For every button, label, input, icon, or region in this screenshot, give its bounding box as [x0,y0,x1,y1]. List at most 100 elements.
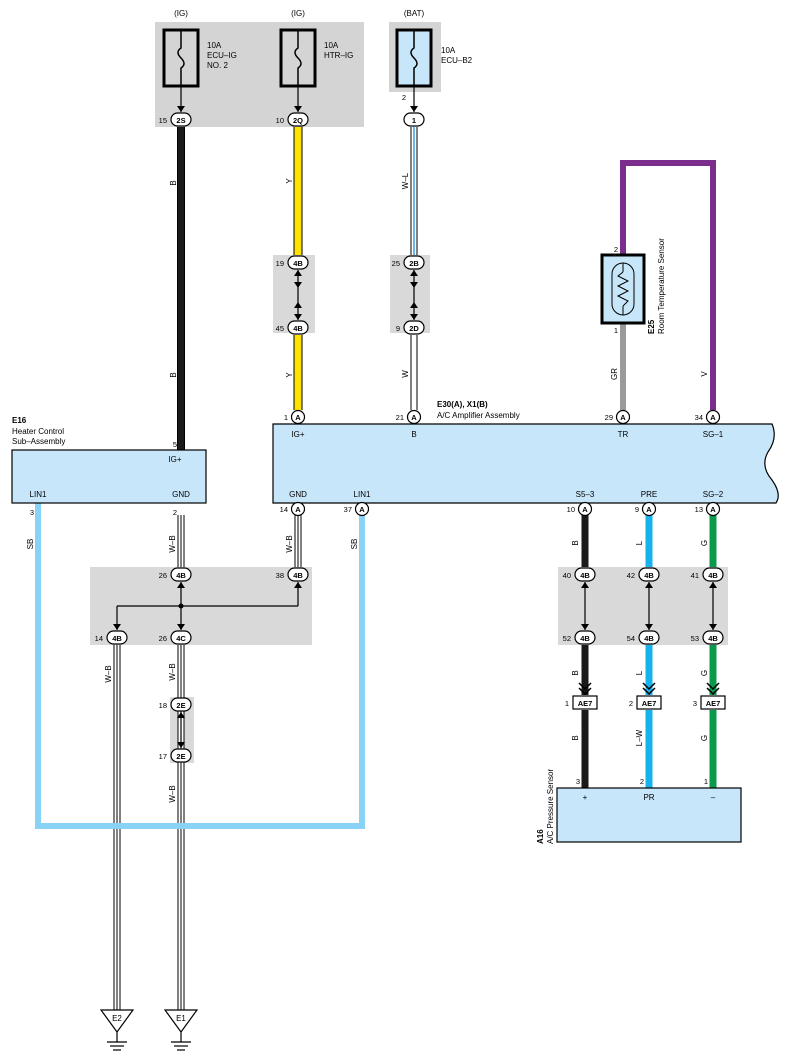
fuse1-name1: ECU–IG [207,51,237,60]
conn-4b-g: 4B [644,571,654,580]
wire-label-g-2: G [700,670,709,676]
component-a16 [556,787,742,843]
fuse1-name2: NO. 2 [207,61,228,70]
e30-igplus: IG+ [291,430,304,439]
e16-name1: Heater Control [12,427,64,436]
pin-1-igplus: 1 [284,413,288,422]
pin-29: 29 [605,413,613,422]
wire-v-sg1 [620,160,716,410]
ae7-chevrons [578,682,720,696]
pin-1-e25: 1 [614,326,618,335]
pin-54: 54 [627,634,635,643]
a16-minus: – [711,793,716,802]
fuse1-source: (IG) [174,9,188,18]
pin-19: 19 [276,259,284,268]
wire-label-l-1: L [635,540,644,545]
pin-52: 52 [563,634,571,643]
e30-gnd: GND [289,490,307,499]
pin-25: 25 [392,259,400,268]
pin-ae7-1: 1 [565,699,569,708]
e30-b: B [411,430,416,439]
conn-2d: 2D [409,324,419,333]
fuse-htr-ig-icon [279,28,317,88]
conn-a-s53: A [582,505,588,514]
fuse2-pin: 10 [276,116,284,125]
conn-a-b: A [411,413,417,422]
conn-2e-b: 2E [176,752,185,761]
fuse3-source: (BAT) [404,9,425,18]
e30-pre: PRE [641,490,657,499]
pin-42: 42 [627,571,635,580]
conn-ae7-3: AE7 [706,699,721,708]
wire-label-lw: L–W [635,729,644,746]
conn-4b-a: 4B [293,259,303,268]
e30-sg2: SG–2 [703,490,724,499]
pin-13: 13 [695,505,703,514]
pin-21: 21 [396,413,404,422]
conn-a-igplus: A [295,413,301,422]
wire-label-y-1: Y [285,178,294,184]
a16-name: A/C Pressure Sensor [546,769,555,844]
e25-id: E25 [647,319,656,334]
pin-26-a: 26 [159,571,167,580]
ground-e2-label: E2 [112,1014,122,1023]
conn-a-gnd: A [295,505,301,514]
conn-2b: 2B [409,259,419,268]
wire-label-b-3: B [571,540,580,545]
conn-2e-a: 2E [176,701,185,710]
wire-label-b-1: B [169,180,178,185]
ground-e2-icon [99,1009,135,1051]
pin-26-b: 26 [159,634,167,643]
fuse-ecu-b2-icon [395,28,433,88]
pin-18: 18 [159,701,167,710]
wire-label-v: V [700,371,709,377]
pin-14-a: 14 [95,634,103,643]
a16-id: A16 [536,829,545,844]
wire-label-sb-2: SB [350,539,359,550]
fuse-ecu-ig-no2-icon [162,28,200,88]
conn-ae7-1: AE7 [578,699,593,708]
pin-10-s53: 10 [567,505,575,514]
pin-53: 53 [691,634,699,643]
component-e25 [600,253,646,325]
fuse3-name1: ECU–B2 [441,56,473,65]
pin-ae7-3: 3 [693,699,697,708]
fuse2-source: (IG) [291,9,305,18]
conn-4c: 4C [176,634,186,643]
fuse2-conn: 2Q [293,116,303,125]
fuse1-rating: 10A [207,41,222,50]
conn-4b-f: 4B [580,571,590,580]
conn-ae7-2: AE7 [642,699,657,708]
wire-label-wb-1: W–B [168,535,177,552]
a16-pr: PR [643,793,654,802]
wire-label-wb-5: W–B [168,785,177,802]
pin-ae7-2: 2 [629,699,633,708]
wire-label-gr: GR [610,368,619,380]
conn-a-tr: A [620,413,626,422]
e30-lin1: LIN1 [354,490,371,499]
component-e30 [272,423,779,504]
e25-name: Room Temperature Sensor [657,238,666,334]
pin-40: 40 [563,571,571,580]
wire-label-y-2: Y [285,372,294,378]
conn-4b-d: 4B [293,571,303,580]
fuse1-conn: 2S [176,116,185,125]
fuse3-rating: 10A [441,46,456,55]
wire-label-wb-3: W–B [104,665,113,682]
e16-name2: Sub–Assembly [12,437,65,446]
pin-2-a16: 2 [640,777,644,786]
fuse3-pin-top: 2 [402,93,406,102]
pin-5-e16: 5 [173,440,177,449]
e30-id: E30(A), X1(B) [437,400,488,409]
conn-4b-j: 4B [644,634,654,643]
conn-4b-i: 4B [580,634,590,643]
wire-label-wb-4: W–B [168,663,177,680]
connector-ovals [106,112,724,763]
e16-id: E16 [12,416,27,425]
wire-label-wl: W–L [401,172,410,189]
pin-14-gnd: 14 [280,505,288,514]
pin-17: 17 [159,752,167,761]
wire-label-l-2: L [635,670,644,675]
ground-e1-label: E1 [176,1014,186,1023]
wire-label-b-5: B [571,735,580,740]
